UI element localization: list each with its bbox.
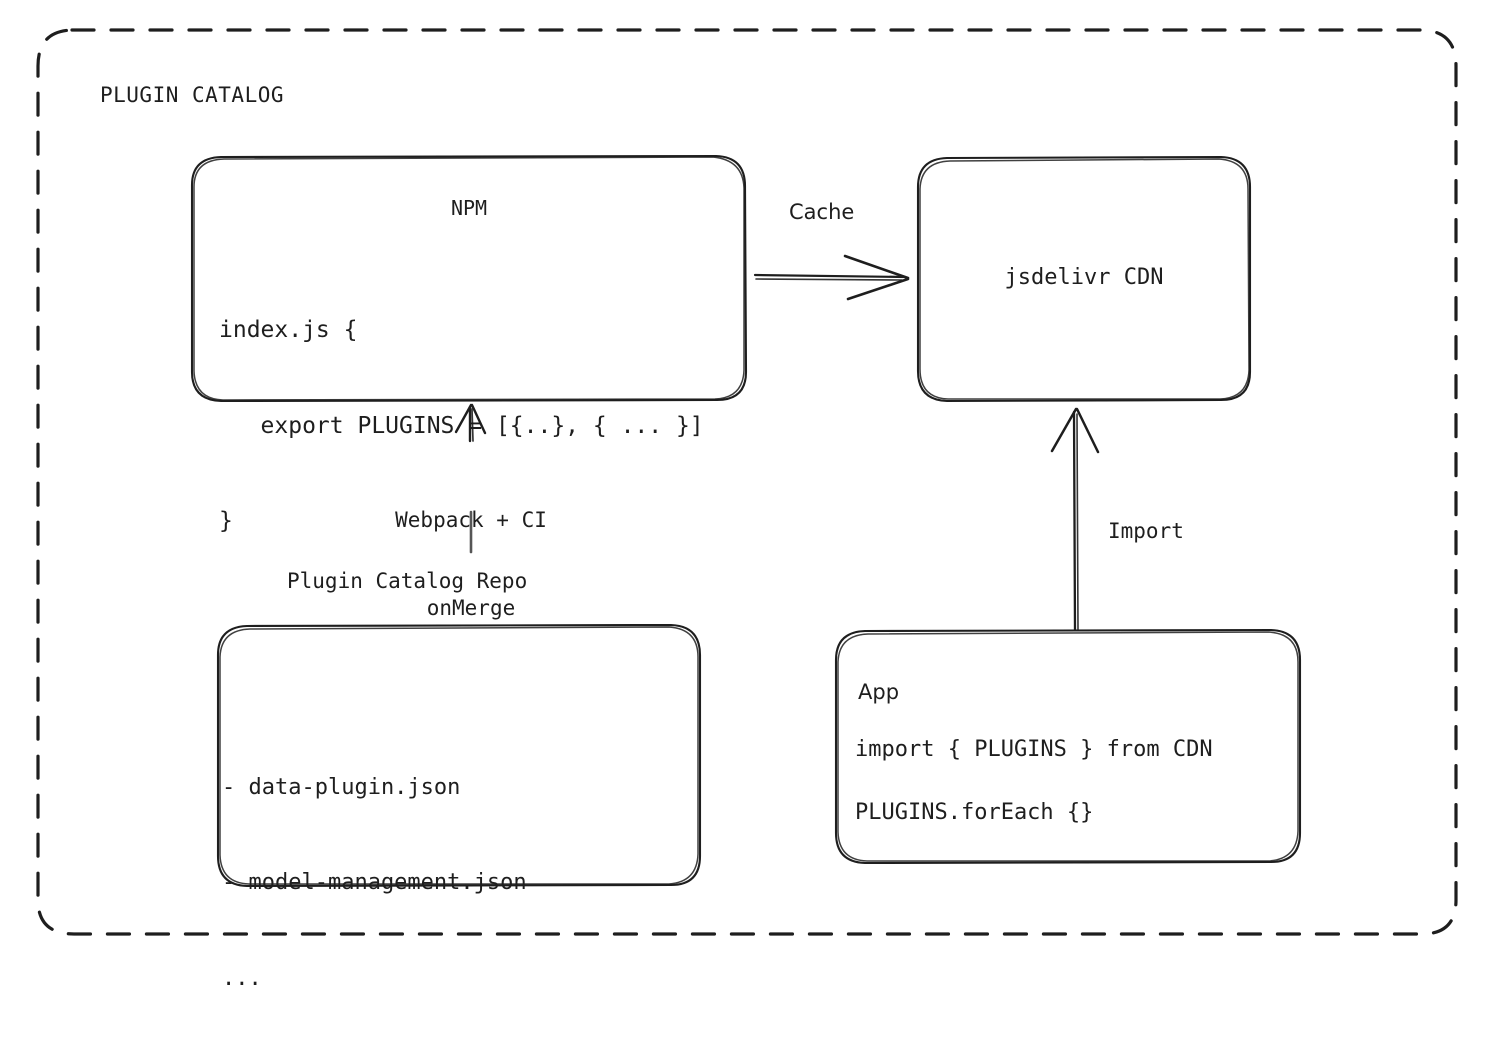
repo-file-item: ...: [222, 966, 262, 992]
npm-code-line-3: }: [219, 507, 233, 534]
repo-node-file-list: - data-plugin.json - model-management.js…: [222, 708, 527, 1059]
app-node-code-line-1: import { PLUGINS } from CDN: [855, 737, 1213, 762]
build-edge-label-line-2: onMerge: [426, 595, 516, 620]
npm-code-line-1: index.js {: [219, 317, 358, 344]
app-node-code-line-2: PLUGINS.forEach {}: [855, 800, 1094, 825]
repo-node-shape[interactable]: [216, 623, 702, 888]
build-edge-label-line-1: Webpack + CI: [395, 507, 547, 532]
repo-node-caption: Plugin Catalog Repo: [287, 569, 528, 593]
diagram-shapes-layer: [36, 28, 1458, 936]
import-edge-label: Import: [1108, 519, 1184, 543]
npm-node-shape[interactable]: [190, 154, 748, 403]
build-arrow: [454, 403, 487, 554]
diagram-canvas: PLUGIN CATALOG NPM index.js { export PLU…: [36, 28, 1458, 992]
npm-node-code: index.js { export PLUGINS = [{..}, { ...…: [219, 252, 704, 601]
import-arrow: [1050, 407, 1100, 632]
cache-edge-label: Cache: [789, 200, 855, 224]
cdn-node-title: jsdelivr CDN: [1004, 265, 1164, 290]
build-edge-label: Webpack + CI onMerge: [373, 447, 569, 682]
repo-file-item: - data-plugin.json: [222, 774, 461, 800]
plugin-catalog-region-border: [36, 28, 1458, 936]
plugin-catalog-region-label: PLUGIN CATALOG: [100, 83, 285, 107]
npm-code-line-2: export PLUGINS = [{..}, { ... }]: [219, 412, 704, 439]
npm-node-title: NPM: [450, 196, 488, 220]
repo-file-item: - model-management.json: [222, 870, 527, 896]
app-node-shape[interactable]: [834, 628, 1302, 865]
cdn-node-shape[interactable]: [916, 155, 1252, 403]
app-node-title: App: [858, 680, 900, 704]
cache-arrow: [753, 254, 910, 301]
